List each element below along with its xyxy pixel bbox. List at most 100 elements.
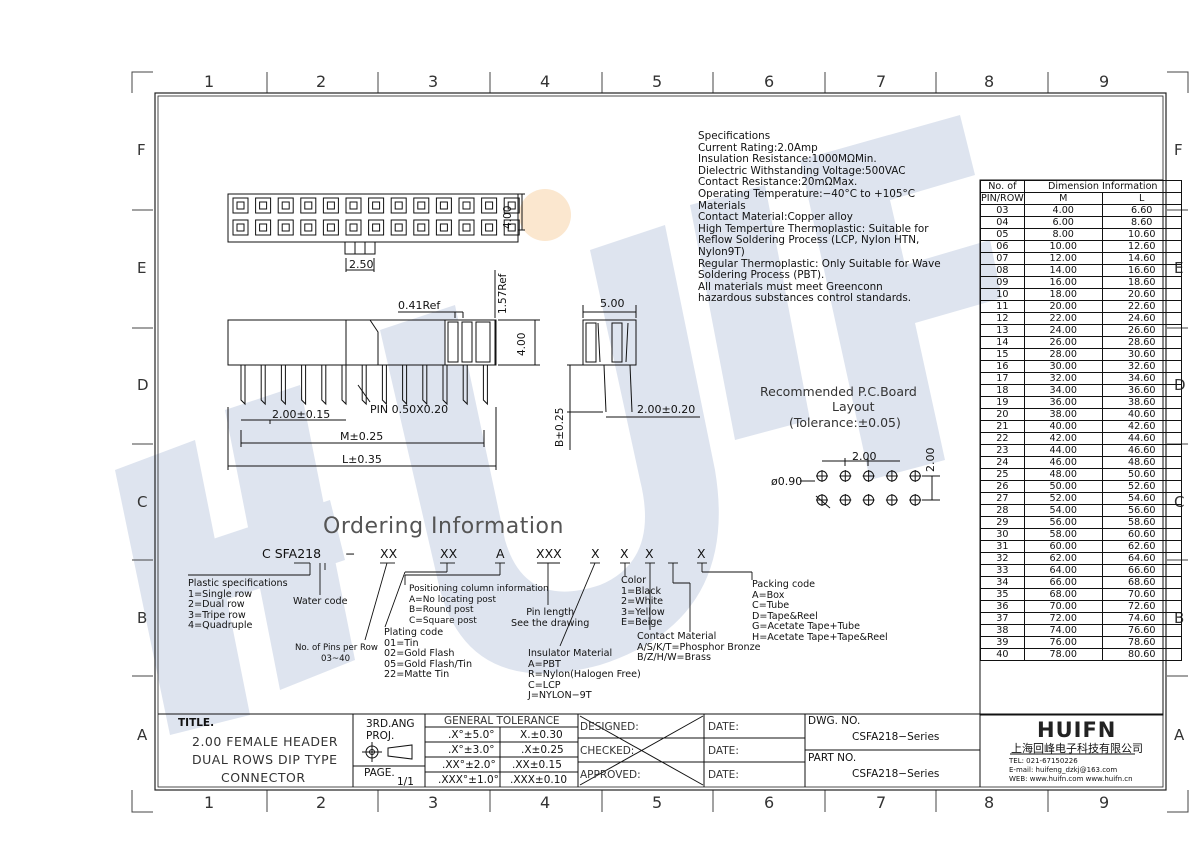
pin-count-cell: 32 — [980, 552, 1025, 565]
zone-col-1: 1 — [204, 72, 215, 91]
contact-cavity-inner — [236, 201, 245, 210]
part-no-value: CSFA218−Series — [852, 768, 940, 780]
dim-m-cell: 68.00 — [1023, 588, 1103, 601]
contact-cavity-inner — [439, 223, 448, 232]
dim-header-l: L — [1101, 192, 1182, 205]
dimension-table: No. of Dimension Information PIN/ROW M L… — [980, 180, 1182, 661]
dim-m-cell: 58.00 — [1023, 528, 1103, 541]
order-color-item: E=Beige — [621, 617, 663, 629]
pin-lead — [361, 365, 367, 406]
pin-count-cell: 10 — [980, 288, 1025, 301]
dim-m-cell: 44.00 — [1023, 444, 1103, 457]
checked-date-label: DATE: — [708, 745, 739, 757]
dim-l-cell: 48.60 — [1101, 456, 1182, 469]
dim-m-cell: 6.00 — [1023, 216, 1103, 229]
order-positioning: Positioning column information A=No loca… — [409, 584, 549, 626]
spec-line: Dielectric Withstanding Voltage:500VAC — [698, 164, 906, 177]
dim-l-cell: 40.60 — [1101, 408, 1182, 421]
contact-cavity-inner — [372, 201, 381, 210]
order-insulator-item: R=Nylon(Halogen Free) — [528, 669, 641, 681]
pin-count-cell: 08 — [980, 264, 1025, 277]
pin-count-cell: 13 — [980, 324, 1025, 337]
dim-l-cell: 16.60 — [1101, 264, 1182, 277]
dim-m-cell: 64.00 — [1023, 564, 1103, 577]
dim-top-pitch: 2.50 — [349, 258, 374, 271]
code-prefix: C SFA218 — [262, 546, 322, 561]
zone-col-7: 7 — [876, 72, 887, 91]
dim-m-cell: 76.00 — [1023, 636, 1103, 649]
spec-line: Specifications — [698, 130, 771, 142]
contact-cavity — [503, 197, 520, 214]
dim-l-cell: 78.60 — [1101, 636, 1182, 649]
pin-count-cell: 26 — [980, 480, 1025, 493]
dim-l-cell: 64.60 — [1101, 552, 1182, 565]
designed-label: DESIGNED: — [580, 721, 639, 733]
dim-l-cell: 34.60 — [1101, 372, 1182, 385]
pcb-title-line2: Layout — [832, 399, 875, 414]
contact-cavity-inner — [462, 223, 471, 232]
order-plastic-item: 2=Dual row — [188, 599, 245, 611]
order-contact-item: B/Z/H/W=Brass — [637, 652, 711, 664]
spec-line: Contact Resistance:20mΩMax. — [698, 176, 858, 189]
zone-row-f-right: F — [1174, 141, 1183, 159]
order-contact-title: Contact Material — [637, 631, 717, 642]
order-packing-item: H=Acetate Tape+Tape&Reel — [752, 631, 888, 643]
order-packing-item: G=Acetate Tape+Tube — [752, 621, 861, 633]
code-x-1: X — [591, 546, 600, 561]
pin-count-cell: 23 — [980, 444, 1025, 457]
dim-m-cell: 78.00 — [1023, 648, 1103, 661]
dim-m-cell: 60.00 — [1023, 540, 1103, 553]
dim-m-cell: 36.00 — [1023, 396, 1103, 409]
zone-col-8: 8 — [984, 72, 995, 91]
spec-line: Regular Thermoplastic: Only Suitable for… — [698, 257, 941, 270]
dim-l-cell: 70.60 — [1101, 588, 1182, 601]
order-plastic-item: 3=Tripe row — [188, 609, 246, 621]
pin-count-cell: 14 — [980, 336, 1025, 349]
dim-m-cell: 16.00 — [1023, 276, 1103, 289]
dim-l-cell: 20.60 — [1101, 288, 1182, 301]
tol-linear-4: .XXX±0.10 — [510, 774, 568, 786]
pin-lead — [260, 365, 266, 406]
contact-cavity-inner — [417, 201, 426, 210]
projection-label-2: PROJ. — [366, 730, 395, 742]
contact-cavity-inner — [349, 201, 358, 210]
code-x-3: X — [645, 546, 654, 561]
contact-cavity — [390, 197, 407, 214]
order-pins-range: 03~40 — [321, 653, 351, 664]
dim-m-cell: 22.00 — [1023, 312, 1103, 325]
contact-cavity-inner — [485, 201, 494, 210]
part-no-label: PART NO. — [808, 752, 857, 764]
pin-count-cell: 40 — [980, 648, 1025, 661]
company-email: E-mail: huifeng_dzkj@163.com — [1009, 766, 1118, 774]
dim-l-cell: 24.60 — [1101, 312, 1182, 325]
dim-side-pitch: 2.00±0.20 — [637, 403, 696, 416]
dim-ref-041: 0.41Ref — [398, 299, 441, 312]
contact-cavity — [435, 219, 452, 236]
code-xx-2: XX — [440, 546, 458, 561]
zone-col-4-bottom: 4 — [540, 793, 551, 812]
pin-count-cell: 15 — [980, 348, 1025, 361]
zone-col-4: 4 — [540, 72, 551, 91]
dim-m-cell: 4.00 — [1023, 204, 1103, 217]
order-plating-item: 02=Gold Flash — [384, 648, 455, 660]
pcb-hole: ø0.90 — [771, 475, 803, 488]
dim-m-cell: 74.00 — [1023, 624, 1103, 637]
order-pins-title: No. of Pins per Row — [295, 643, 378, 653]
order-color-item: 2=White — [621, 596, 664, 608]
dim-l-cell: 38.60 — [1101, 396, 1182, 409]
order-packing-title: Packing code — [752, 579, 816, 590]
pin-lead — [321, 365, 327, 406]
spec-line: Current Rating:2.0Amp — [698, 141, 818, 154]
